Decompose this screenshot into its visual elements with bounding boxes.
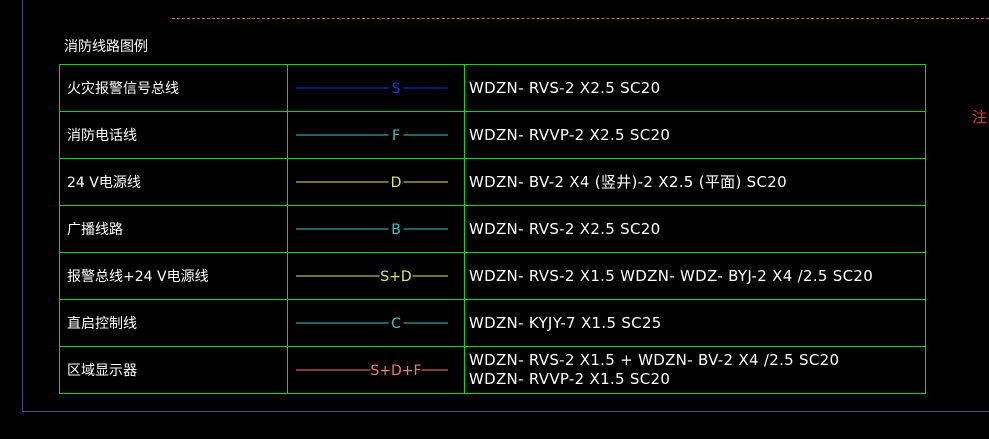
cable-spec-line: WDZN- RVS-2 X1.5 + WDZN- BV-2 X4 /2.5 SC… [469, 351, 840, 369]
cable-spec: WDZN- RVS-2 X1.5 WDZN- WDZ- BYJ-2 X4 /2.… [464, 252, 926, 300]
line-type-name: 广播线路 [59, 205, 288, 253]
line-symbol-letter: D [391, 175, 402, 191]
line-symbol-cell: C [287, 299, 465, 347]
cable-spec: WDZN- BV-2 X4 (竖井)-2 X2.5 (平面) SC20 [464, 158, 926, 206]
cable-spec: WDZN- RVS-2 X2.5 SC20 [464, 64, 926, 112]
cable-spec-line: WDZN- RVVP-2 X2.5 SC20 [469, 125, 671, 144]
line-symbol: B [296, 222, 448, 238]
line-symbol-letter: S [392, 81, 401, 97]
drawing-frame [22, 0, 989, 412]
cable-spec: WDZN- KYJY-7 X1.5 SC25 [464, 299, 926, 347]
note-label: 注: [972, 108, 989, 126]
line-symbol-cell: D [287, 158, 465, 206]
line-type-name: 报警总线+24 V电源线 [59, 252, 288, 300]
line-symbol-cell: S+D+F [287, 346, 465, 394]
line-symbol: S+D+F [296, 363, 448, 379]
line-symbol-letter: C [391, 316, 401, 332]
line-symbol: S+D [296, 269, 448, 285]
line-type-name: 消防电话线 [59, 111, 288, 159]
line-symbol: S [296, 81, 448, 97]
legend-row: 24 V电源线 D WDZN- BV-2 X4 (竖井)-2 X2.5 (平面) S… [59, 158, 926, 206]
legend-row: 直启控制线 C WDZN- KYJY-7 X1.5 SC25 [59, 299, 926, 347]
dashed-border-line [172, 18, 989, 19]
cable-spec: WDZN- RVS-2 X2.5 SC20 [464, 205, 926, 253]
line-symbol-cell: F [287, 111, 465, 159]
legend-row: 火灾报警信号总线 S WDZN- RVS-2 X2.5 SC20 [59, 64, 926, 112]
line-type-name: 直启控制线 [59, 299, 288, 347]
line-symbol-cell: B [287, 205, 465, 253]
cable-spec-line: WDZN- RVVP-2 X1.5 SC20 [469, 370, 671, 388]
line-type-name: 区域显示器 [59, 346, 288, 394]
cable-spec: WDZN- RVVP-2 X2.5 SC20 [464, 111, 926, 159]
legend-title: 消防线路图例 [64, 39, 148, 55]
line-type-name: 24 V电源线 [59, 158, 288, 206]
line-symbol: D [296, 175, 448, 191]
cable-spec-line: WDZN- RVS-2 X2.5 SC20 [469, 78, 661, 97]
line-symbol-letter: B [391, 222, 401, 238]
legend-row: 报警总线+24 V电源线 S+D WDZN- RVS-2 X1.5 WDZN- WD… [59, 252, 926, 300]
line-symbol-letter: S+D+F [370, 363, 421, 379]
cable-spec-line: WDZN- RVS-2 X2.5 SC20 [469, 219, 661, 238]
legend-row: 广播线路 B WDZN- RVS-2 X2.5 SC20 [59, 205, 926, 253]
line-type-name: 火灾报警信号总线 [59, 64, 288, 112]
legend-row: 消防电话线 F WDZN- RVVP-2 X2.5 SC20 [59, 111, 926, 159]
line-symbol-cell: S+D [287, 252, 465, 300]
line-symbol-cell: S [287, 64, 465, 112]
line-symbol: F [296, 128, 448, 144]
cable-spec-line: WDZN- KYJY-7 X1.5 SC25 [469, 313, 662, 332]
cable-spec: WDZN- RVS-2 X1.5 + WDZN- BV-2 X4 /2.5 SC… [464, 346, 926, 394]
cable-spec-line: WDZN- RVS-2 X1.5 WDZN- WDZ- BYJ-2 X4 /2.… [469, 266, 874, 285]
line-symbol-letter: S+D [380, 269, 411, 285]
line-symbol: C [296, 316, 448, 332]
line-symbol-letter: F [392, 128, 400, 144]
legend-table: 火灾报警信号总线 S WDZN- RVS-2 X2.5 SC20 消防电话线 F WDZN… [59, 64, 926, 394]
cable-spec-line: WDZN- BV-2 X4 (竖井)-2 X2.5 (平面) SC20 [469, 172, 787, 191]
legend-row: 区域显示器 S+D+F WDZN- RVS-2 X1.5 + WDZN- BV-2 … [59, 346, 926, 394]
